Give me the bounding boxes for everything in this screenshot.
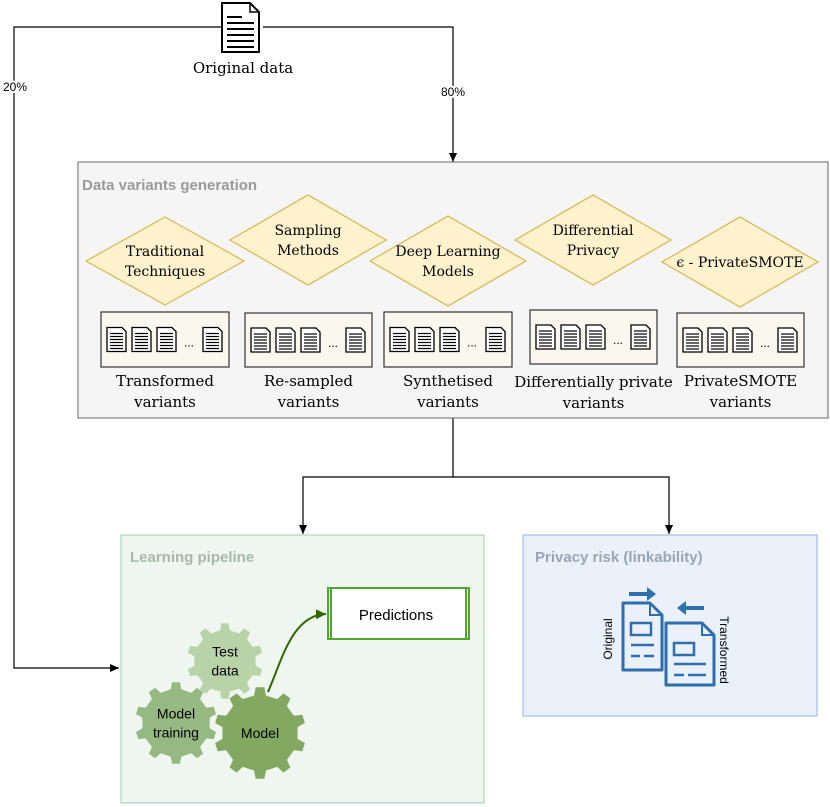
model-to-predictions-arrow [267,609,327,693]
original-data-label: Original data [193,59,293,77]
method-1-label-line-0: Sampling [274,223,341,239]
method-1-ellipsis: ... [328,336,338,350]
method-3-output-line-1: variants [562,394,625,412]
gear-training-label-line-1: training [153,725,199,741]
split-right-label: 80% [441,85,465,99]
gear-model: Model [215,687,305,779]
method-0-output-line-0: Transformed [116,372,214,390]
method-3-ellipsis: ... [613,333,623,347]
method-3-label-line-0: Differential [553,223,634,239]
method-2-diamond [368,215,528,307]
method-2-label-line-1: Models [422,264,474,280]
method-0-variant-icons [106,326,223,353]
method-0-label-line-1: Techniques [125,264,205,280]
method-0-diamond [84,216,246,306]
method-1-output-line-1: variants [277,393,340,411]
method-3-output-line-0: Differentially private [514,373,673,391]
transformed-side-label: Transformed [717,616,731,684]
method-4-label-line-0: ϵ - PrivateSMOTE [676,255,803,271]
split-80-connector [263,26,457,162]
method-3-diamond [513,194,673,286]
method-3-variant-icons [535,324,651,350]
method-2-variant-icons [389,326,506,353]
learning-box [120,534,485,804]
privacy-title: Privacy risk (linkability) [535,549,703,566]
method-2-output-line-0: Synthetised [403,372,493,390]
learning-title: Learning pipeline [130,549,254,566]
method-1-label-line-1: Methods [277,243,339,259]
method-4-diamond [660,216,820,308]
linkability-icon [621,587,716,687]
original-side-label: Original [601,618,615,659]
method-4-variant-icons [682,327,798,353]
method-1-variant-icons [250,327,366,353]
method-2-output-line-1: variants [416,393,479,411]
method-2-label-line-0: Deep Learning [395,244,500,260]
method-0-output-line-1: variants [133,393,196,411]
method-2-ellipsis: ... [467,336,477,350]
method-1-output-line-0: Re-sampled [264,372,353,390]
gear-training-label-line-0: Model [157,706,195,722]
method-4-output-line-1: variants [709,393,772,411]
gear-test-icon [187,623,263,699]
gear-test: Test data [187,623,263,699]
split-left-label: 20% [3,80,27,94]
method-3-label-line-1: Privacy [567,243,620,259]
gear-training-icon [136,682,216,764]
original-data-icon [221,2,260,53]
method-1-diamond [228,194,388,286]
predictions-box: Predictions [327,587,470,640]
predictions-label: Predictions [359,607,433,624]
method-0-ellipsis: ... [184,336,194,350]
split-20-connector [13,26,222,672]
gear-training: Model training [136,682,216,764]
generation-title: Data variants generation [82,177,257,194]
method-0-label-line-0: Traditional [126,244,205,260]
gear-model-label-line-0: Model [241,725,279,741]
gear-test-label-line-1: data [211,663,238,679]
to-learning-connector [299,418,454,534]
gear-model-icon [215,687,305,779]
connectors [13,26,673,672]
gear-test-label-line-0: Test [212,644,238,660]
to-privacy-connector [453,476,673,534]
method-4-output-line-0: PrivateSMOTE [684,372,797,390]
method-4: ϵ - PrivateSMOTE... PrivateSMOTE variants [660,216,820,411]
method-4-ellipsis: ... [760,336,770,350]
